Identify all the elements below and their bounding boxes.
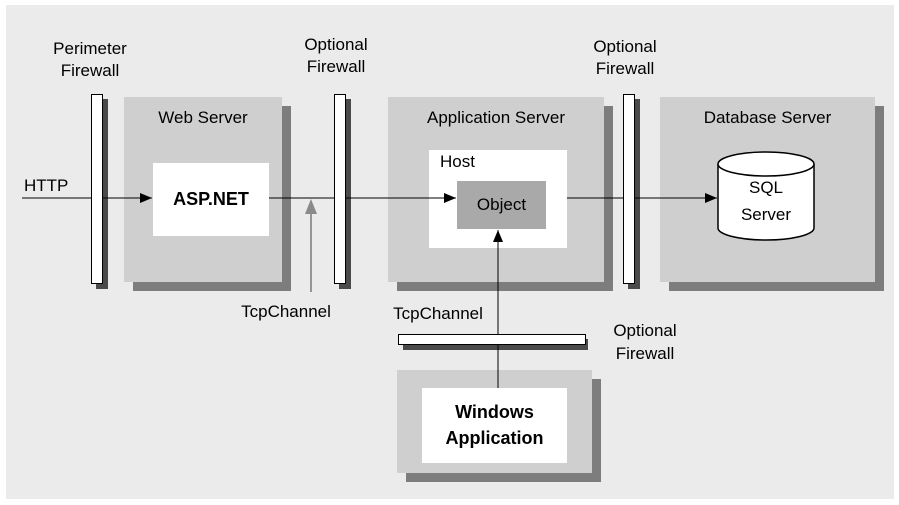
- optional-firewall-3-label-line2: Firewall: [615, 344, 675, 363]
- windows-app-box: [422, 388, 567, 463]
- sql-server-label-line1: SQL: [748, 178, 784, 197]
- optional-firewall-1-bar: [334, 94, 346, 284]
- perimeter-firewall-bar: [91, 94, 103, 284]
- perimeter-firewall-label-line1: Perimeter: [53, 39, 127, 58]
- perimeter-firewall-label-line2: Firewall: [60, 61, 120, 80]
- optional-firewall-1-label-line1: Optional: [304, 35, 368, 54]
- host-label: Host: [440, 152, 475, 171]
- optional-firewall-2-label-line1: Optional: [593, 37, 657, 56]
- optional-firewall-3-bar: [398, 334, 586, 345]
- optional-firewall-1-label-line2: Firewall: [306, 57, 366, 76]
- app-server-title: Application Server: [427, 108, 565, 127]
- tcpchannel-pointer-arrowhead: [305, 199, 317, 214]
- http-label: HTTP: [24, 176, 69, 195]
- windows-app-line1: Windows: [455, 402, 534, 422]
- sql-server-cylinder: [717, 151, 815, 241]
- tcpchannel-label-2: TcpChannel: [393, 304, 483, 323]
- optional-firewall-2-bar: [623, 94, 635, 284]
- sql-server-label-line2: Server: [740, 205, 792, 224]
- web-server-title: Web Server: [158, 108, 248, 127]
- tcpchannel-label-1: TcpChannel: [241, 302, 331, 321]
- aspnet-box: ASP.NET: [153, 163, 269, 236]
- db-server-title: Database Server: [703, 108, 832, 127]
- windows-app-line2: Application: [445, 428, 544, 448]
- optional-firewall-2-label-line2: Firewall: [595, 59, 655, 78]
- optional-firewall-3-label-line1: Optional: [613, 321, 677, 340]
- object-box: Object: [457, 181, 546, 229]
